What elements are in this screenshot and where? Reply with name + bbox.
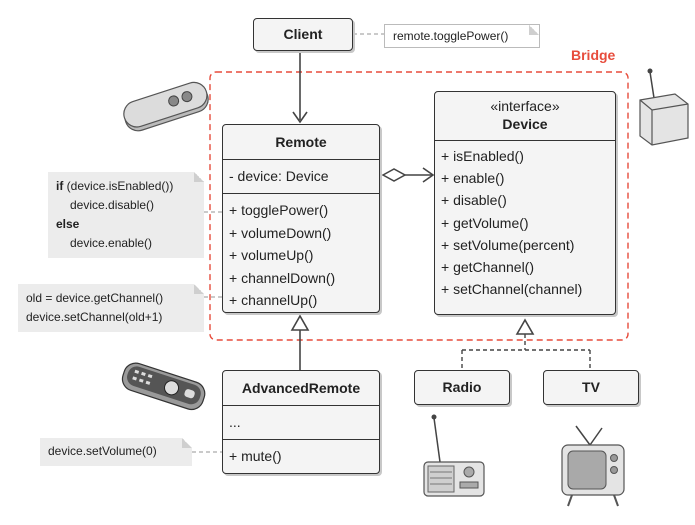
device-box-icon: [639, 68, 689, 146]
bridge-frame: [209, 71, 629, 341]
remote-class[interactable]: Remote - device: Device + togglePower() …: [222, 124, 380, 313]
note-condition: (device.isEnabled()): [63, 179, 174, 193]
device-title: Device: [502, 116, 548, 132]
advanced-remote-field: ...: [229, 414, 241, 430]
device-method: + getChannel(): [441, 259, 535, 276]
universal-remote-icon: [121, 362, 206, 411]
client-note: remote.togglePower(): [384, 24, 540, 48]
mute-note-text: device.setVolume(0): [48, 444, 157, 458]
channel-up-line: old = device.getChannel(): [26, 291, 164, 305]
mute-note: device.setVolume(0): [40, 438, 192, 466]
channel-up-line: device.setChannel(old+1): [26, 310, 163, 324]
advanced-remote-method: + mute(): [229, 448, 282, 464]
device-method: + setVolume(percent): [441, 236, 575, 253]
remote-method: + channelUp(): [229, 292, 318, 308]
advanced-remote-fields: ...: [223, 405, 379, 439]
radio-title: Radio: [442, 379, 482, 395]
tv-icon: [561, 425, 625, 507]
remote-methods: + togglePower() + volumeDown() + volumeU…: [223, 193, 379, 316]
remote-method: + volumeUp(): [229, 247, 314, 263]
radio-icon: [423, 414, 485, 497]
note-keyword-else: else: [56, 217, 80, 231]
channel-up-note: old = device.getChannel() device.setChan…: [18, 284, 204, 332]
note-else-body: device.enable(): [70, 236, 153, 250]
client-box[interactable]: Client: [253, 18, 353, 51]
note-keyword-if: if: [56, 179, 64, 193]
advanced-remote-class[interactable]: AdvancedRemote ... + mute(): [222, 370, 380, 474]
remote-method: + togglePower(): [229, 202, 329, 218]
note-then: device.disable(): [70, 198, 155, 212]
remote-icon: [123, 81, 209, 132]
tv-title: TV: [582, 379, 600, 395]
device-stereotype: «interface»: [490, 98, 560, 114]
client-title: Client: [283, 26, 323, 42]
device-methods: + isEnabled() + enable() + disable() + g…: [435, 140, 615, 304]
device-method: + enable(): [441, 170, 505, 187]
device-method: + getVolume(): [441, 214, 529, 231]
radio-class[interactable]: Radio: [414, 370, 510, 405]
bridge-label: Bridge: [571, 47, 616, 63]
remote-method: + volumeDown(): [229, 224, 332, 241]
aggregation-diamond: [381, 168, 407, 182]
device-interface[interactable]: «interface» Device + isEnabled() + enabl…: [434, 91, 616, 315]
remote-method: + channelDown(): [229, 269, 336, 286]
tv-class[interactable]: TV: [543, 370, 639, 405]
implementation-triangle: [515, 318, 535, 335]
device-method: + setChannel(channel): [441, 281, 583, 298]
advanced-remote-methods: + mute(): [223, 439, 379, 472]
inheritance-triangle: [290, 314, 310, 331]
client-note-text: remote.togglePower(): [393, 29, 509, 43]
toggle-power-note: if (device.isEnabled()) device.disable()…: [48, 172, 204, 258]
remote-fields: - device: Device: [223, 159, 379, 193]
remote-title: Remote: [275, 134, 327, 150]
advanced-remote-title: AdvancedRemote: [241, 380, 361, 396]
device-method: + disable(): [441, 192, 507, 209]
remote-field: - device: Device: [229, 168, 329, 184]
device-method: + isEnabled(): [441, 148, 524, 164]
